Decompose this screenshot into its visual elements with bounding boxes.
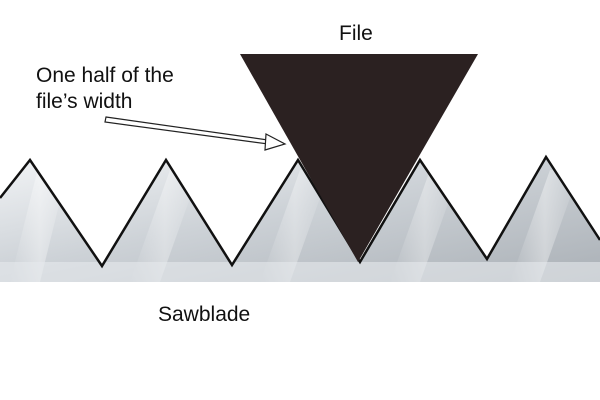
file-triangle (240, 54, 478, 262)
sawblade (0, 154, 600, 282)
sawblade-shine (0, 160, 600, 282)
sawblade-label: Sawblade (158, 303, 250, 326)
file-label: File (339, 22, 373, 45)
half-width-label-line2: file’s width (36, 90, 133, 113)
arrow-head (264, 133, 287, 151)
arrow-shaft (104, 116, 269, 145)
arrow-icon (104, 116, 287, 151)
sawblade-teeth-outline (0, 154, 600, 269)
half-width-label-line1: One half of the (36, 64, 174, 87)
